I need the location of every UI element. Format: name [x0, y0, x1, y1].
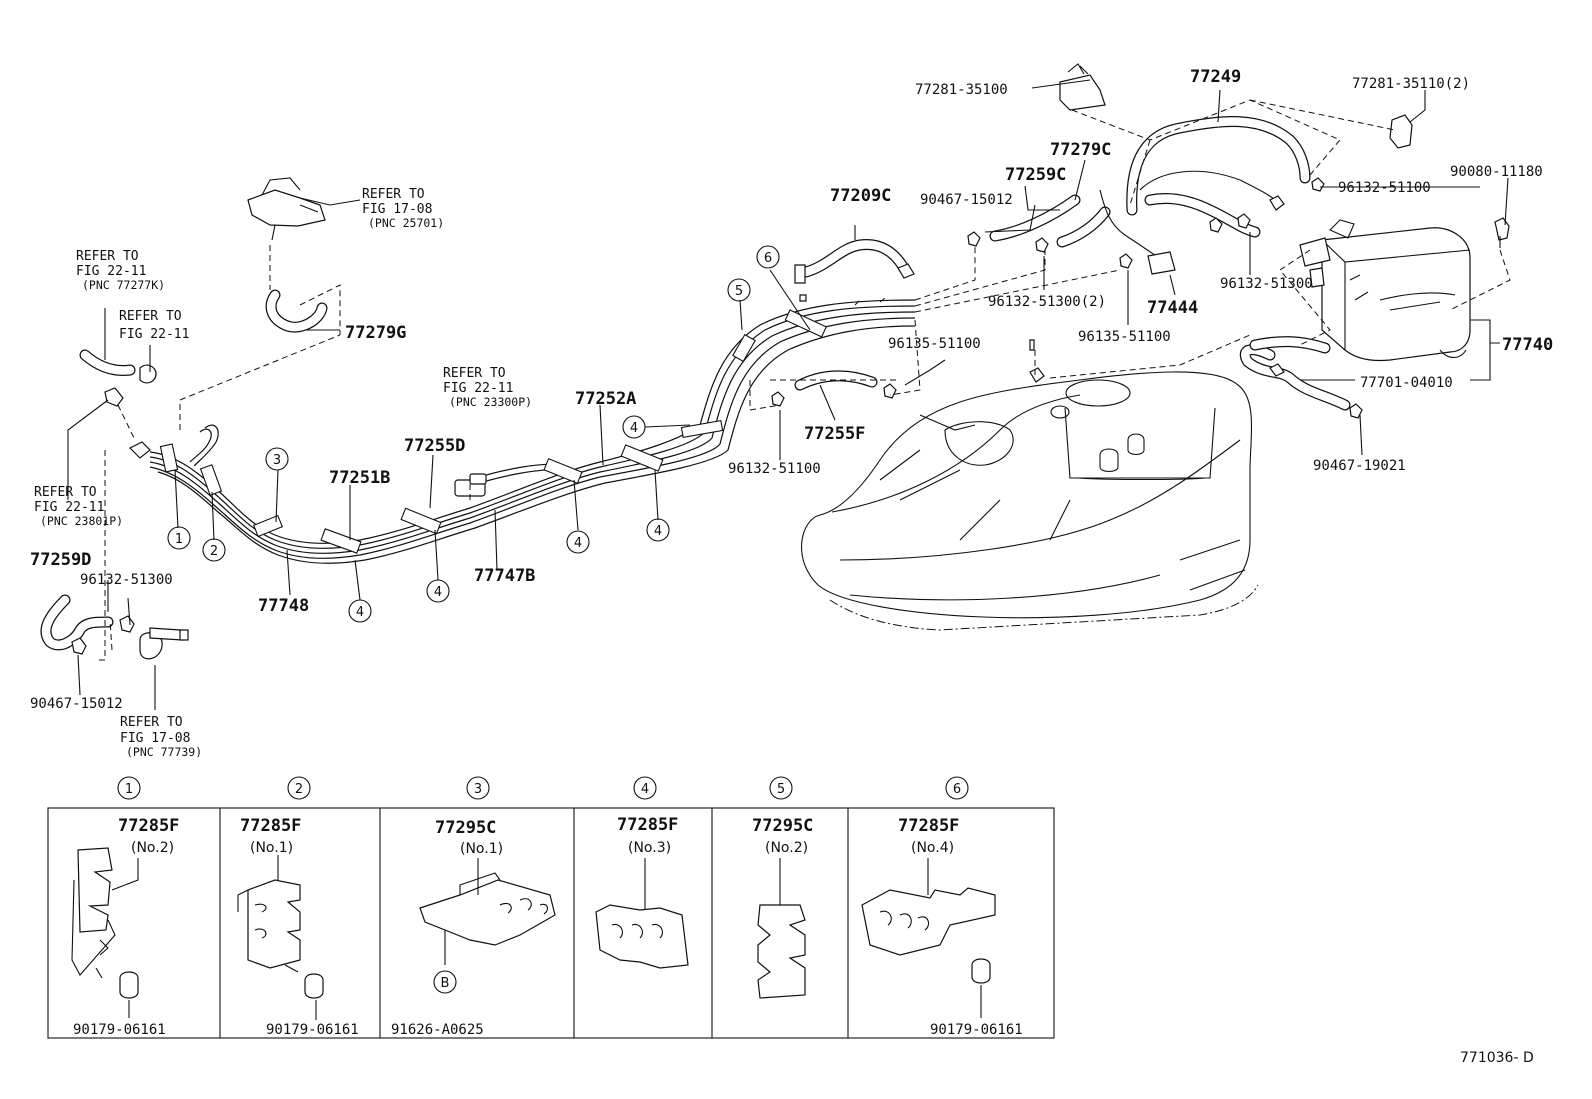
detail-panel-sub: (No.3)	[628, 840, 671, 856]
callout-1: 1	[175, 532, 183, 547]
leader-lines	[67, 79, 1511, 710]
detail-panel-fastener: 90179-06161	[266, 1022, 359, 1038]
hoses	[40, 115, 1351, 651]
refer-note-l2: FIG 22-11	[443, 381, 513, 396]
label-77701-04010: 77701-04010	[1360, 375, 1453, 391]
label-90467-15012: 90467-15012	[920, 192, 1013, 208]
label-77747B: 77747B	[474, 566, 535, 586]
detail-panel-number: 1	[125, 782, 133, 797]
callout-3: 3	[273, 453, 281, 468]
detail-panels: 1 2 3 4 5 6 77285F (No.2) 77285F (No.1) …	[47, 776, 1055, 1039]
refer-note-l1: REFER TO	[443, 366, 506, 381]
main-pipe-bundle	[149, 299, 916, 564]
detail-panel-part: 77285F	[240, 816, 301, 836]
refer-note-l3: (PNC 25701)	[368, 216, 444, 230]
label-77740: 77740	[1502, 335, 1553, 355]
refer-note-l3: (PNC 77739)	[126, 745, 202, 759]
detail-panel-sub: (No.4)	[911, 840, 954, 856]
label-77279C: 77279C	[1050, 140, 1111, 160]
label-90467-19021: 90467-19021	[1313, 458, 1406, 474]
refer-notes: REFER TO FIG 17-08 (PNC 25701) REFER TO …	[34, 187, 532, 759]
callout-4: 4	[434, 585, 442, 600]
label-96132-51100: 96132-51100	[1338, 180, 1431, 196]
callout-4: 4	[574, 536, 582, 551]
label-77249: 77249	[1190, 67, 1241, 87]
callout-circles: 1 2 3 4 4 4 4 4 5 6	[167, 245, 780, 623]
label-96132-51100: 96132-51100	[728, 461, 821, 477]
detail-panel-number: 6	[953, 782, 961, 797]
label-77255D: 77255D	[404, 436, 465, 456]
refer-note-l1: REFER TO	[120, 715, 183, 730]
charcoal-canister	[1299, 219, 1471, 362]
label-77209C: 77209C	[830, 186, 891, 206]
callout-2: 2	[210, 544, 218, 559]
label-77255F: 77255F	[804, 424, 865, 444]
part-labels: 77281-35100 77249 77281-35110(2) 77279C …	[30, 67, 1553, 712]
refer-note-l1: REFER TO	[362, 187, 425, 202]
label-77444: 77444	[1147, 298, 1198, 318]
label-77281-35100: 77281-35100	[915, 82, 1008, 98]
label-77748: 77748	[258, 596, 309, 616]
refer-note-l2: FIG 22-11	[76, 264, 146, 279]
detail-panel-part: 77295C	[435, 818, 496, 838]
detail-panel-number: 5	[777, 782, 785, 797]
label-77279G: 77279G	[345, 323, 406, 343]
detail-panel-fastener: 90179-06161	[73, 1022, 166, 1038]
label-96135-51100: 96135-51100	[888, 336, 981, 352]
detail-panel-number: 2	[295, 782, 303, 797]
detail-panel-sub: (No.1)	[250, 840, 293, 856]
refer-note-l2: FIG 17-08	[120, 731, 190, 746]
label-96132-51300: 96132-51300	[80, 572, 173, 588]
detail-panel-part: 77295C	[752, 816, 813, 836]
refer-note-l1: REFER TO	[119, 309, 182, 324]
refer-note-l2: FIG 17-08	[362, 202, 432, 217]
label-77252A: 77252A	[575, 389, 636, 409]
detail-panel-sub: (No.2)	[765, 840, 808, 856]
label-77281-35110: 77281-35110(2)	[1352, 76, 1470, 92]
label-77259D: 77259D	[30, 550, 91, 570]
refer-note-l3: (PNC 77277K)	[82, 278, 165, 292]
refer-note-l2: FIG 22-11	[119, 327, 189, 342]
detail-panel-part: 77285F	[118, 816, 179, 836]
label-77251B: 77251B	[329, 468, 390, 488]
detail-panel-sub: (No.1)	[460, 841, 503, 857]
detail-panel-fastener: 91626-A0625	[391, 1022, 484, 1038]
detail-panel-number: 3	[474, 782, 482, 797]
refer-note-l3: (PNC 23801P)	[40, 514, 123, 528]
callout-6: 6	[764, 251, 772, 266]
callout-4: 4	[356, 605, 364, 620]
refer-note-l1: REFER TO	[34, 485, 97, 500]
callout-B: B	[441, 976, 450, 991]
callout-5: 5	[735, 284, 743, 299]
small-parts	[71, 63, 1510, 660]
label-96132-51300: 96132-51300	[1220, 276, 1313, 292]
refer-note-l1: REFER TO	[76, 249, 139, 264]
label-90080-11180: 90080-11180	[1450, 164, 1543, 180]
label-96135-51100: 96135-51100	[1078, 329, 1171, 345]
detail-panel-number: 4	[641, 782, 649, 797]
callout-4: 4	[654, 524, 662, 539]
diagram-id: 771036- D	[1460, 1050, 1534, 1066]
detail-panel-sub: (No.2)	[131, 840, 174, 856]
detail-panel-fastener: 90179-06161	[930, 1022, 1023, 1038]
fuel-tank	[801, 371, 1259, 631]
label-77259C: 77259C	[1005, 165, 1066, 185]
label-90467-15012: 90467-15012	[30, 696, 123, 712]
label-96132-51300-2: 96132-51300(2)	[988, 294, 1106, 310]
detail-panel-part: 77285F	[617, 815, 678, 835]
callout-4: 4	[630, 421, 638, 436]
refer-note-l2: FIG 22-11	[34, 500, 104, 515]
detail-panel-part: 77285F	[898, 816, 959, 836]
refer-note-l3: (PNC 23300P)	[449, 395, 532, 409]
